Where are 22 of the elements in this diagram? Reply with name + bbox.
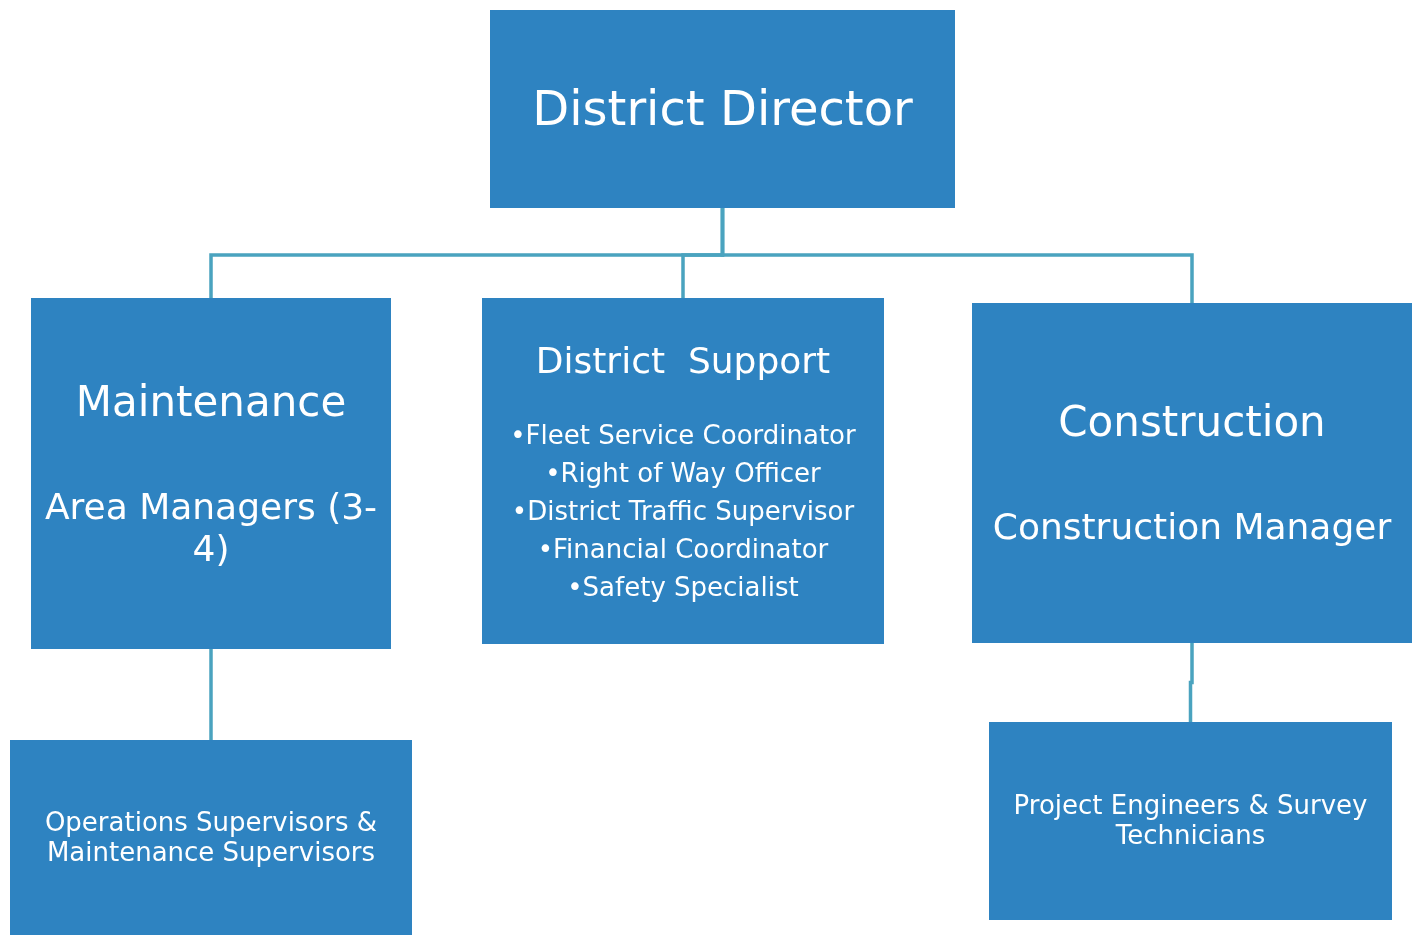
org-box [490, 10, 955, 208]
box-title: Construction [1058, 398, 1326, 447]
list-item: •Safety Specialist [567, 572, 799, 603]
connector-line [1188, 643, 1194, 722]
box-title: District Director [532, 81, 913, 137]
list-item: •Right of Way Officer [545, 458, 821, 489]
list-item: •Financial Coordinator [537, 534, 829, 565]
box-title: Operations Supervisors & Maintenance Supervisors [43, 807, 379, 868]
org-box [989, 722, 1392, 920]
org-box [10, 740, 412, 935]
org-box [972, 303, 1412, 643]
box-subtitle: Construction Manager [992, 506, 1392, 548]
box-subtitle: Area Managers (3-4) [43, 486, 379, 570]
org-box [482, 298, 884, 644]
connector-line [209, 649, 213, 740]
box-title: District Support [535, 339, 831, 381]
org-box [31, 298, 391, 649]
list-item: •Fleet Service Coordinator [510, 420, 856, 451]
connector-line [720, 208, 1194, 303]
box-title: Maintenance [75, 377, 347, 427]
box-title: Project Engineers & Survey Technicians [1012, 791, 1369, 851]
list-item: •District Traffic Supervisor [511, 496, 855, 527]
